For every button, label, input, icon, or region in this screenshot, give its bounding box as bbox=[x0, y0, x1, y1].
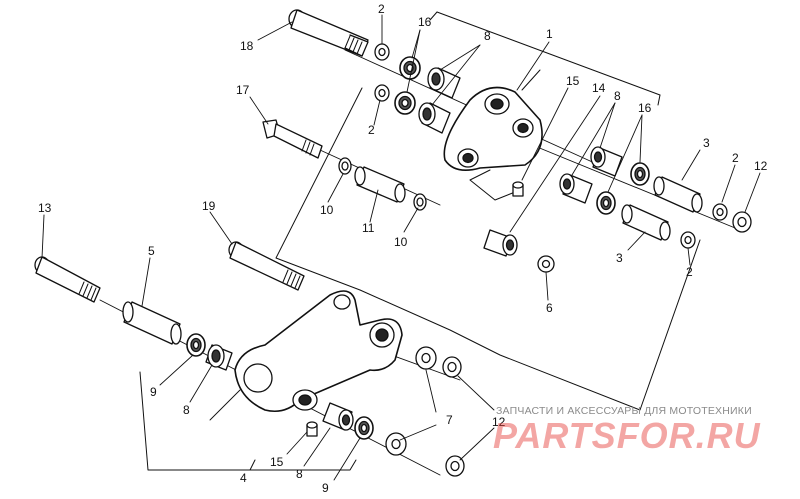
label-part-8-bottom: 8 bbox=[296, 467, 303, 481]
label-part-10-left: 10 bbox=[320, 203, 334, 217]
bearing-16-right-b bbox=[596, 191, 616, 215]
nut-12-right bbox=[732, 211, 752, 233]
label-part-6: 6 bbox=[546, 301, 553, 315]
label-part-12-bottom: 12 bbox=[492, 415, 506, 429]
label-part-16-top: 16 bbox=[418, 15, 432, 29]
bolt-17 bbox=[262, 119, 323, 159]
washer-7-top bbox=[415, 346, 437, 370]
label-part-1: 1 bbox=[546, 27, 553, 41]
bushing-8-left bbox=[205, 344, 233, 371]
washer-2-mid bbox=[374, 84, 390, 102]
label-part-3-top: 3 bbox=[703, 136, 710, 150]
washer-2-right-a bbox=[712, 203, 728, 221]
sleeve-3-bottom bbox=[621, 204, 671, 241]
grease-nipple-15-bottom bbox=[306, 421, 318, 437]
label-part-8-top: 8 bbox=[484, 29, 491, 43]
label-part-9-left: 9 bbox=[150, 385, 157, 399]
label-part-2-mid: 2 bbox=[368, 123, 375, 137]
group-bracket-lines bbox=[139, 11, 701, 471]
bearing-16-right-a bbox=[630, 162, 650, 186]
label-part-18: 18 bbox=[240, 39, 254, 53]
sleeve-5 bbox=[122, 301, 182, 345]
label-part-2-bottom: 2 bbox=[686, 265, 693, 279]
bushing-8-mid bbox=[418, 102, 451, 134]
bushing-8-bottom bbox=[322, 402, 354, 431]
label-part-13: 13 bbox=[38, 201, 52, 215]
label-part-10-right: 10 bbox=[394, 235, 408, 249]
watermark-tagline: ЗАПЧАСТИ И АКСЕССУАРЫ ДЛЯ МОТОТЕХНИКИ bbox=[496, 405, 752, 417]
label-part-16-right: 16 bbox=[638, 101, 652, 115]
label-part-11: 11 bbox=[362, 221, 375, 235]
label-part-12-right: 12 bbox=[754, 159, 768, 173]
bolt-19 bbox=[228, 241, 305, 291]
link-arm-4 bbox=[234, 290, 403, 413]
sleeve-3-top bbox=[653, 176, 703, 213]
label-part-3-bottom: 3 bbox=[616, 251, 623, 265]
nut-12-top bbox=[442, 356, 462, 378]
nut-12-bottom bbox=[445, 455, 465, 477]
bearing-9-left bbox=[186, 333, 206, 357]
spacer-11 bbox=[354, 166, 406, 203]
bolt-13 bbox=[34, 256, 101, 303]
grease-nipple-15-top bbox=[512, 181, 524, 197]
label-part-2-top: 2 bbox=[378, 2, 385, 16]
label-part-9-bottom: 9 bbox=[322, 481, 329, 495]
bushing-8-right-b bbox=[559, 173, 593, 204]
washer-10-left bbox=[338, 157, 352, 175]
bearing-16-mid bbox=[394, 91, 416, 115]
washer-7-bottom bbox=[385, 432, 407, 456]
bushing-14 bbox=[483, 229, 518, 257]
label-part-15-top: 15 bbox=[566, 74, 580, 88]
label-part-7: 7 bbox=[446, 413, 453, 427]
label-part-19: 19 bbox=[202, 199, 216, 213]
washer-2-right-b bbox=[680, 231, 696, 249]
label-part-5: 5 bbox=[148, 244, 155, 258]
bushing-8-top bbox=[427, 67, 461, 99]
bolt-18 bbox=[288, 9, 369, 57]
bearing-9-bottom bbox=[354, 416, 374, 440]
label-part-8-left: 8 bbox=[183, 403, 190, 417]
leader-lines bbox=[41, 14, 761, 481]
label-part-15-bottom: 15 bbox=[270, 455, 284, 469]
rocker-link-1 bbox=[443, 86, 543, 171]
washer-10-right bbox=[413, 193, 427, 211]
label-part-17: 17 bbox=[236, 83, 250, 97]
watermark-logo: PARTSFOR.RU bbox=[493, 415, 761, 455]
svg-text:PARTSFOR.RU: PARTSFOR.RU bbox=[493, 415, 761, 455]
washer-2-top bbox=[374, 43, 390, 61]
nut-6 bbox=[537, 255, 555, 273]
label-part-14: 14 bbox=[592, 81, 606, 95]
label-part-4: 4 bbox=[240, 471, 247, 485]
label-part-2-right: 2 bbox=[732, 151, 739, 165]
label-part-8-right: 8 bbox=[614, 89, 621, 103]
